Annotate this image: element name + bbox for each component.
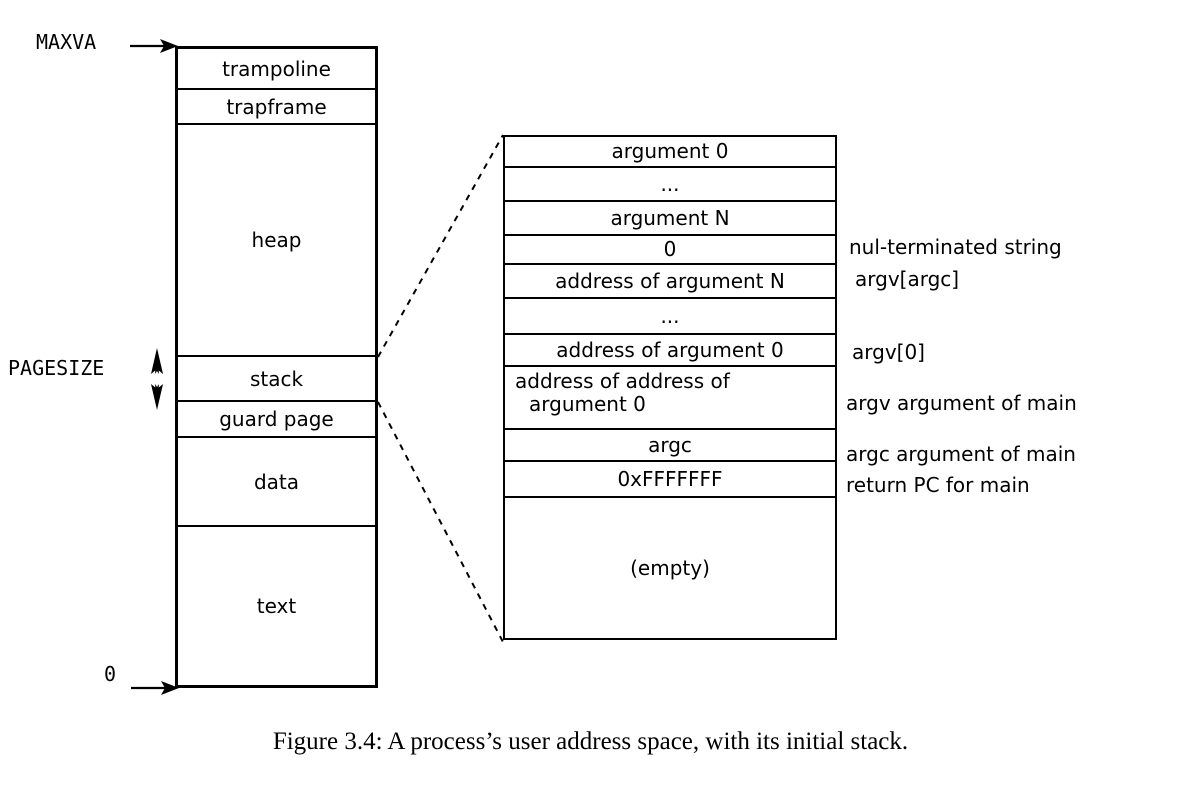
stack-row-value: ...	[660, 171, 680, 196]
segment-text: text	[178, 527, 375, 685]
stack-row-return-pc: 0xFFFFFFF	[505, 462, 835, 498]
segment-trapframe-label: trapframe	[226, 94, 327, 119]
segment-guard-page: guard page	[178, 402, 375, 438]
segment-heap: heap	[178, 125, 375, 357]
address-space-column: trampoline trapframe heap stack guard pa…	[175, 46, 378, 688]
segment-data: data	[178, 438, 375, 527]
stack-row-value: 0xFFFFFFF	[617, 466, 723, 491]
figure-caption: Figure 3.4: A process’s user address spa…	[272, 728, 909, 755]
segment-stack: stack	[178, 357, 375, 402]
segment-trampoline-label: trampoline	[222, 56, 331, 81]
zero-address-label: 0	[104, 662, 117, 686]
stack-row-argument-0: argument 0	[505, 137, 835, 168]
annotation-argv-argument-of-main: argv argument of main	[846, 391, 1077, 415]
annotation-argc-argument-of-main: argc argument of main	[846, 442, 1076, 466]
segment-trapframe: trapframe	[178, 90, 375, 125]
stack-detail-connector-lines	[377, 134, 504, 643]
annotation-argv-0: argv[0]	[852, 340, 925, 364]
stack-row-value: address of argument N	[555, 268, 785, 293]
stack-row-address-of-argument-0: address of argument 0	[505, 335, 835, 367]
stack-row-ellipsis-addresses: ...	[505, 299, 835, 335]
stack-row-value: argc	[648, 432, 692, 457]
pagesize-label: PAGESIZE	[8, 356, 105, 380]
stack-row-value: address of argument 0	[556, 337, 784, 362]
segment-trampoline: trampoline	[178, 49, 375, 90]
segment-data-label: data	[253, 469, 300, 494]
stack-row-value: argument 0	[611, 139, 729, 163]
stack-row-value: 0	[663, 237, 677, 261]
stack-row-value: (empty)	[630, 555, 710, 580]
segment-heap-label: heap	[251, 228, 302, 252]
stack-row-argument-n: argument N	[505, 202, 835, 236]
annotation-nul-terminated-string: nul-terminated string	[849, 235, 1062, 259]
stack-row-empty: (empty)	[505, 498, 835, 638]
stack-row-address-of-address-of-argument-0: address of address of argument 0	[505, 367, 835, 430]
segment-guard-page-label: guard page	[219, 407, 334, 431]
stack-row-ellipsis-args: ...	[505, 168, 835, 202]
maxva-label: MAXVA	[36, 30, 97, 54]
annotation-argv-argc: argv[argc]	[855, 267, 960, 291]
segment-text-label: text	[256, 594, 297, 618]
stack-row-value-line-1: address of address of	[515, 369, 730, 393]
zero-arrow-icon	[131, 681, 179, 695]
segment-stack-label: stack	[249, 366, 304, 391]
stack-row-address-of-argument-n: address of argument N	[505, 265, 835, 299]
stack-row-value: ...	[660, 303, 680, 328]
pagesize-double-arrow-icon	[151, 348, 163, 410]
stack-detail-table: argument 0 ... argument N 0 address of a…	[503, 135, 837, 640]
stack-row-nul-zero: 0	[505, 236, 835, 265]
stack-row-argc: argc	[505, 430, 835, 462]
annotation-return-pc-for-main: return PC for main	[846, 473, 1030, 497]
stack-row-value: argument N	[610, 205, 730, 230]
stack-row-value-line-2: argument 0	[529, 392, 646, 416]
maxva-arrow-icon	[130, 39, 178, 53]
